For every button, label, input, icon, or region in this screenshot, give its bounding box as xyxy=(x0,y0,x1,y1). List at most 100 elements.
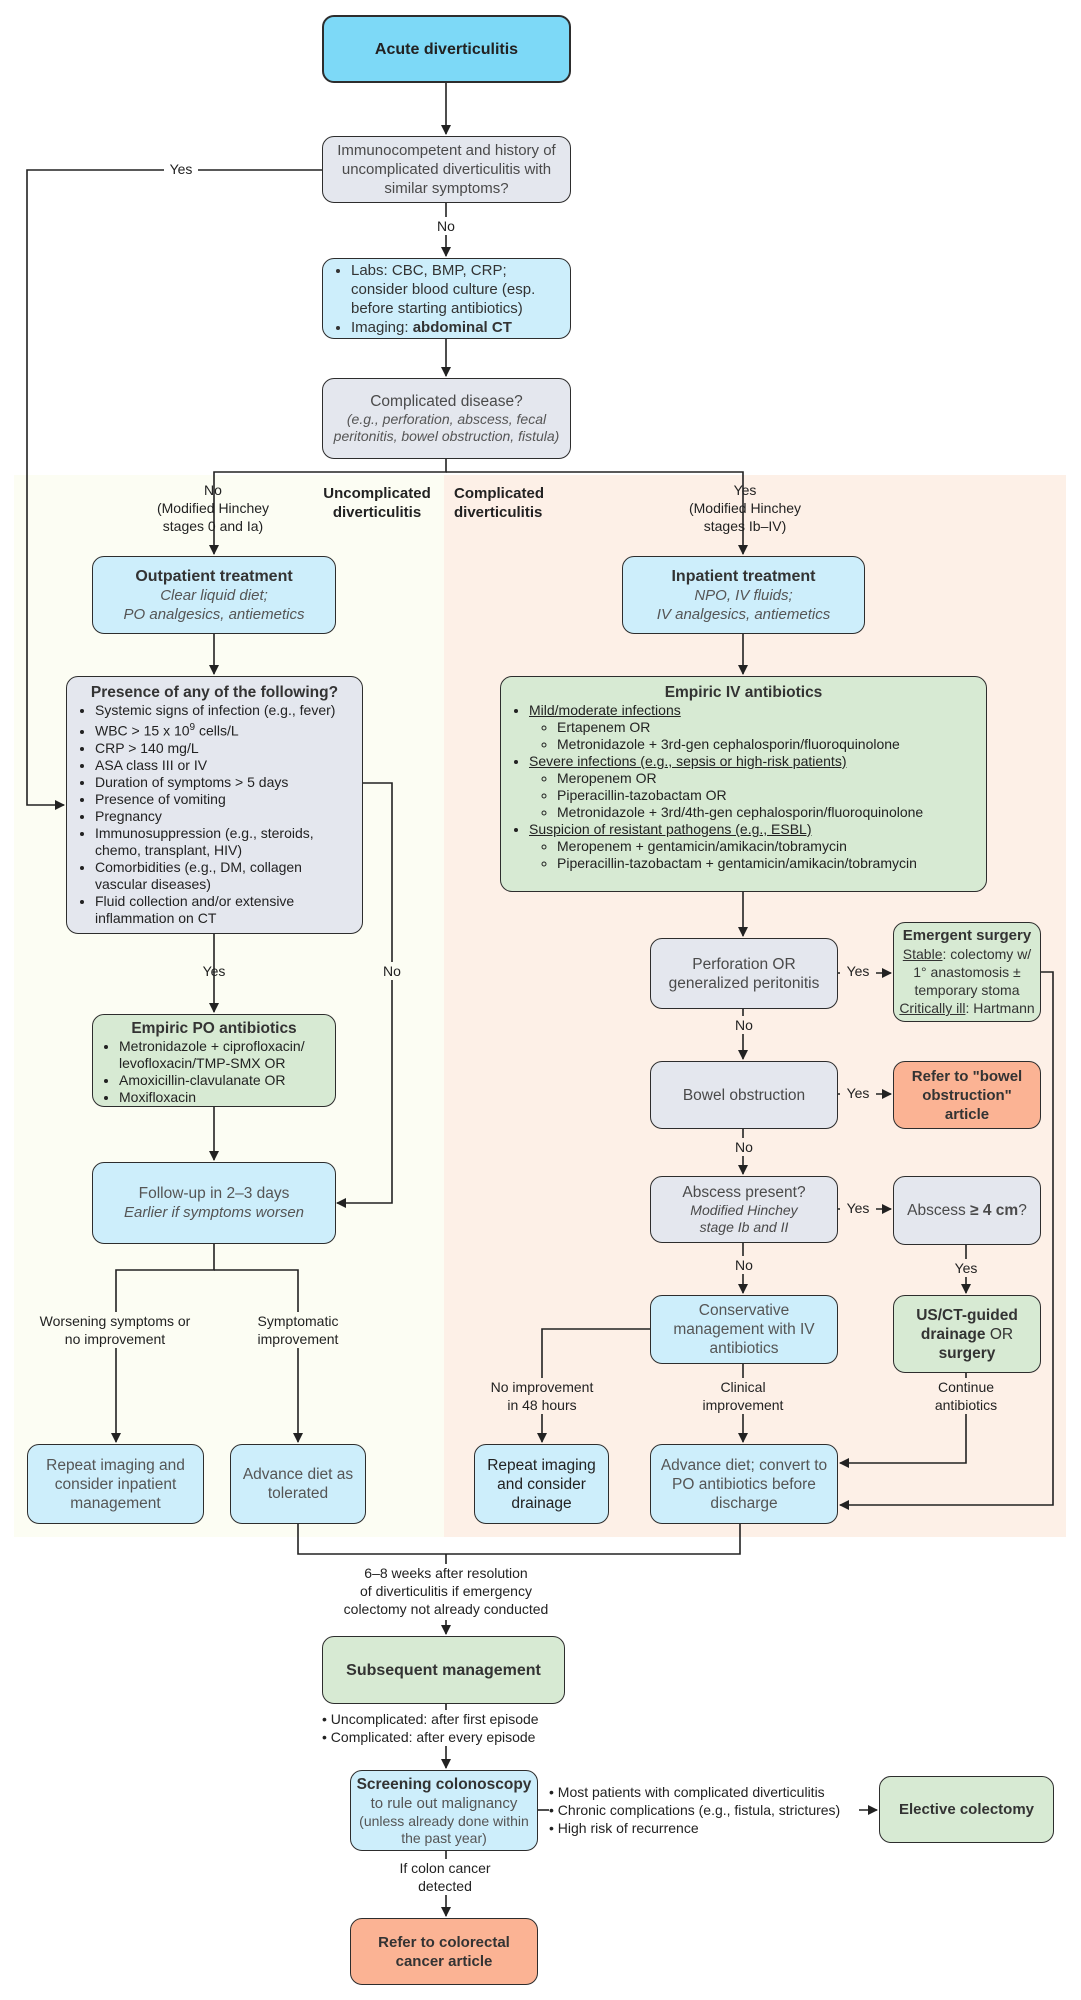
most-patients-label: • Most patients with complicated diverti… xyxy=(549,1783,859,1801)
symptomatic-label: Symptomatic improvement xyxy=(240,1312,356,1348)
iv-category: Mild/moderate infections Ertapenem OR Me… xyxy=(529,702,923,753)
empiric-po-antibiotics-node[interactable]: Empiric PO antibiotics Metronidazole + c… xyxy=(92,1014,336,1107)
complicated-section-label: Complicated diverticulitis xyxy=(454,485,545,521)
uncomplicated-zone xyxy=(14,475,444,1537)
iv-regimen: Meropenem + gentamicin/amikacin/tobramyc… xyxy=(557,838,923,855)
yes-label-presence: Yes xyxy=(202,963,226,979)
conservative-management-node[interactable]: Conservative management with IV antibiot… xyxy=(650,1295,838,1364)
refer-bowel-obstruction-node[interactable]: Refer to "bowel obstruction" article xyxy=(893,1061,1041,1129)
yes-label-perforation: Yes xyxy=(840,962,876,980)
criteria-item: Comorbidities (e.g., DM, collagen vascul… xyxy=(95,859,354,893)
advance-diet-po-node[interactable]: Advance diet; convert to PO antibiotics … xyxy=(650,1444,838,1524)
no-hinchey-label: No (Modified Hinchey stages 0 and Ia) xyxy=(156,482,270,534)
yes-label-abscess: Yes xyxy=(840,1199,876,1217)
po-regimen: Moxifloxacin xyxy=(119,1089,329,1106)
labs-imaging-node[interactable]: Labs: CBC, BMP, CRP; consider blood cult… xyxy=(322,258,571,339)
po-regimen: Metronidazole + ciprofloxacin/ levofloxa… xyxy=(119,1038,329,1072)
inpatient-meds: IV analgesics, antiemetics xyxy=(656,605,831,623)
complicated-disease-question-node[interactable]: Complicated disease? (e.g., perforation,… xyxy=(322,378,571,459)
inpatient-title: Inpatient treatment xyxy=(671,567,816,585)
refer-colorectal-cancer-node[interactable]: Refer to colorectal cancer article xyxy=(350,1918,538,1985)
chronic-complications-label: • Chronic complications (e.g., fistula, … xyxy=(549,1801,859,1819)
criteria-item: ASA class III or IV xyxy=(95,757,354,774)
no-label-perforation: No xyxy=(728,1016,760,1034)
iv-regimen: Metronidazole + 3rd-gen cephalosporin/fl… xyxy=(557,736,923,753)
complicated-after-label: • Complicated: after every episode xyxy=(322,1728,582,1746)
empiric-iv-antibiotics-node[interactable]: Empiric IV antibiotics Mild/moderate inf… xyxy=(500,676,987,892)
bowel-obstruction-question-node[interactable]: Bowel obstruction xyxy=(650,1061,838,1129)
labs-item: Labs: CBC, BMP, CRP; consider blood cult… xyxy=(351,261,562,318)
high-risk-label: • High risk of recurrence xyxy=(549,1819,859,1837)
criteria-item: Pregnancy xyxy=(95,808,354,825)
colonoscopy-title: Screening colonoscopy xyxy=(356,1775,532,1793)
screening-colonoscopy-node[interactable]: Screening colonoscopy to rule out malign… xyxy=(350,1770,538,1851)
advance-diet-node[interactable]: Advance diet as tolerated xyxy=(230,1444,366,1524)
colon-cancer-label: If colon cancer detected xyxy=(380,1859,510,1895)
six-weeks-label: 6–8 weeks after resolution of diverticul… xyxy=(316,1564,576,1618)
criteria-item: Immunosuppression (e.g., steroids, chemo… xyxy=(95,825,354,859)
subsequent-management-node[interactable]: Subsequent management xyxy=(322,1636,565,1704)
criteria-item: Fluid collection and/or extensive inflam… xyxy=(95,893,354,927)
abscess-size-text: Abscess ≥ 4 cm? xyxy=(907,1202,1027,1219)
criteria-item: Systemic signs of infection (e.g., fever… xyxy=(95,702,354,719)
immunocompetent-question-node[interactable]: Immunocompetent and history of uncomplic… xyxy=(322,136,571,203)
complicated-question-examples: (e.g., perforation, abscess, fecal perit… xyxy=(333,411,560,444)
abscess-size-question-node[interactable]: Abscess ≥ 4 cm? xyxy=(893,1176,1041,1245)
follow-up-note: Earlier if symptoms worsen xyxy=(123,1204,305,1221)
iv-regimen: Piperacillin-tazobactam + gentamicin/ami… xyxy=(557,855,923,872)
clinical-improvement-label: Clinical improvement xyxy=(690,1378,796,1414)
repeat-imaging-inpatient-node[interactable]: Repeat imaging and consider inpatient ma… xyxy=(27,1444,204,1524)
empiric-iv-title: Empiric IV antibiotics xyxy=(664,684,823,701)
outpatient-treatment-node[interactable]: Outpatient treatment Clear liquid diet; … xyxy=(92,556,336,634)
iv-regimen: Ertapenem OR xyxy=(557,719,923,736)
follow-up-timing: Follow-up in 2–3 days xyxy=(138,1185,290,1202)
abscess-stage: Modified Hinchey xyxy=(690,1202,798,1218)
colonoscopy-purpose: to rule out malignancy xyxy=(370,1794,518,1812)
stable-option: Stable: colectomy w/ 1° anastomosis ± te… xyxy=(902,946,1032,998)
yes-label-bowel: Yes xyxy=(840,1084,876,1102)
repeat-imaging-drainage-node[interactable]: Repeat imaging and consider drainage xyxy=(474,1444,609,1524)
elective-colectomy-node[interactable]: Elective colectomy xyxy=(879,1776,1054,1843)
worsening-label: Worsening symptoms or no improvement xyxy=(20,1312,210,1348)
follow-up-node[interactable]: Follow-up in 2–3 days Earlier if symptom… xyxy=(92,1162,336,1244)
outpatient-meds: PO analgesics, antiemetics xyxy=(123,605,305,623)
iv-regimen: Piperacillin-tazobactam OR xyxy=(557,787,923,804)
inpatient-fluids: NPO, IV fluids; xyxy=(694,586,793,604)
iv-regimen: Metronidazole + 3rd/4th-gen cephalospori… xyxy=(557,804,923,821)
imaging-item: Imaging: abdominal CT xyxy=(351,318,562,337)
abscess-question-node[interactable]: Abscess present? Modified Hinchey stage … xyxy=(650,1176,838,1243)
yes-hinchey-label: Yes (Modified Hinchey stages Ib–IV) xyxy=(688,482,802,534)
criteria-item: Presence of vomiting xyxy=(95,791,354,808)
iv-category: Severe infections (e.g., sepsis or high-… xyxy=(529,753,923,821)
no-label-bowel: No xyxy=(728,1138,760,1156)
uncomplicated-section-label: Uncomplicated diverticulitis xyxy=(323,485,431,521)
yes-label-abscess-size: Yes xyxy=(948,1259,984,1277)
no-improvement-label: No improvement in 48 hours xyxy=(474,1378,610,1414)
criteria-item: CRP > 140 mg/L xyxy=(95,740,354,757)
complicated-question-title: Complicated disease? xyxy=(370,393,523,410)
drainage-surgery-node[interactable]: US/CT-guided drainage OR surgery xyxy=(893,1295,1041,1373)
yes-label-immuno: Yes xyxy=(164,160,198,178)
iv-category: Suspicion of resistant pathogens (e.g., … xyxy=(529,821,923,872)
emergent-surgery-node[interactable]: Emergent surgery Stable: colectomy w/ 1°… xyxy=(893,922,1041,1022)
abscess-stage-detail: stage Ib and II xyxy=(699,1219,789,1235)
criteria-item: Duration of symptoms > 5 days xyxy=(95,774,354,791)
outpatient-diet: Clear liquid diet; xyxy=(160,586,268,604)
acute-diverticulitis-node[interactable]: Acute diverticulitis xyxy=(322,15,571,83)
colonoscopy-exception: (unless already done within the past yea… xyxy=(359,1812,529,1846)
empiric-po-title: Empiric PO antibiotics xyxy=(131,1020,297,1037)
emergent-surgery-title: Emergent surgery xyxy=(902,927,1032,944)
critical-option: Critically ill: Hartmann xyxy=(899,1000,1035,1016)
perforation-question-node[interactable]: Perforation OR generalized peritonitis xyxy=(650,938,838,1009)
po-regimen: Amoxicillin-clavulanate OR xyxy=(119,1072,329,1089)
presence-criteria-node[interactable]: Presence of any of the following? System… xyxy=(66,676,363,934)
continue-antibiotics-label: Continue antibiotics xyxy=(920,1378,1012,1414)
abscess-question-title: Abscess present? xyxy=(682,1184,806,1201)
inpatient-treatment-node[interactable]: Inpatient treatment NPO, IV fluids; IV a… xyxy=(622,556,865,634)
iv-regimen: Meropenem OR xyxy=(557,770,923,787)
uncomplicated-after-label: • Uncomplicated: after first episode xyxy=(322,1710,582,1728)
criteria-item: WBC > 15 x 109 cells/L xyxy=(95,719,354,740)
no-label-immuno: No xyxy=(432,217,460,235)
no-label-abscess: No xyxy=(728,1256,760,1274)
